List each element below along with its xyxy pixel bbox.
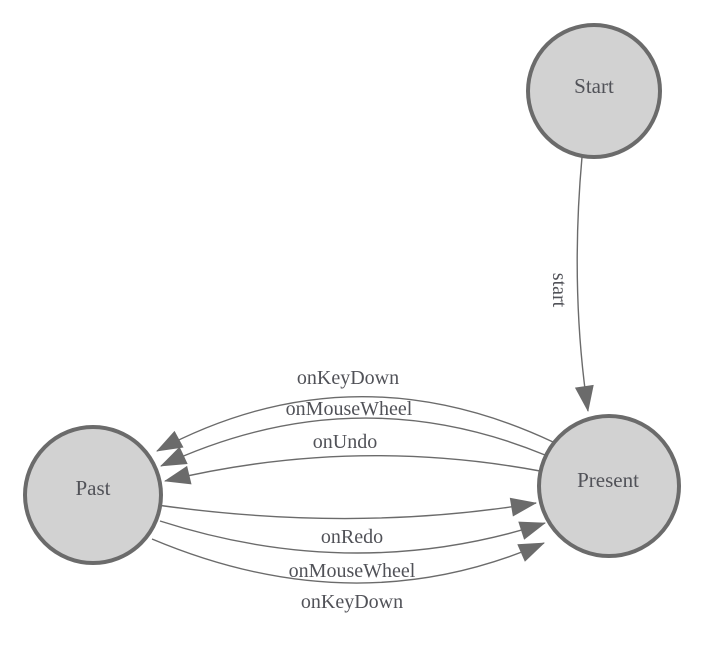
node-start-circle[interactable] <box>526 23 662 159</box>
edge-label-onkeydown-top: onKeyDown <box>297 367 399 389</box>
edge-past-to-present-onmousewheel-line[interactable] <box>159 520 546 554</box>
edge-label-start: start <box>548 273 570 308</box>
edge-present-to-past-onkeydown: onKeyDown <box>156 367 554 452</box>
node-past-circle[interactable] <box>23 425 163 565</box>
edge-start-to-present: start <box>548 156 594 412</box>
edge-present-to-past-onundo-line[interactable] <box>164 455 541 485</box>
edge-label-onmousewheel-top: onMouseWheel <box>286 398 413 420</box>
node-start-label: Start <box>574 74 614 98</box>
edge-past-to-present-onkeydown: onKeyDown <box>151 538 545 613</box>
edge-past-to-present-onmousewheel: onMouseWheel <box>159 520 546 582</box>
edge-label-onredo: onRedo <box>321 526 383 548</box>
edge-present-to-past-onundo: onUndo <box>164 431 541 485</box>
edge-past-to-present-onkeydown-line[interactable] <box>151 538 545 584</box>
edge-present-to-past-onmousewheel: onMouseWheel <box>160 398 546 467</box>
node-present-label: Present <box>577 468 639 492</box>
edge-label-onkeydown-bottom: onKeyDown <box>301 591 403 613</box>
edge-present-to-past-onkeydown-line[interactable] <box>156 395 554 452</box>
edge-past-to-present-onredo-line[interactable] <box>156 497 537 520</box>
edge-label-onmousewheel-bottom: onMouseWheel <box>289 560 416 582</box>
edge-label-onundo: onUndo <box>313 431 377 453</box>
node-present[interactable]: Present <box>537 414 681 558</box>
node-past[interactable]: Past <box>23 425 163 565</box>
node-present-circle[interactable] <box>537 414 681 558</box>
edge-start-to-present-line[interactable] <box>574 156 594 412</box>
node-past-label: Past <box>75 476 110 500</box>
node-start[interactable]: Start <box>526 23 662 159</box>
edge-present-to-past-onmousewheel-line[interactable] <box>160 417 546 467</box>
edge-past-to-present-onredo: onRedo <box>156 497 537 548</box>
